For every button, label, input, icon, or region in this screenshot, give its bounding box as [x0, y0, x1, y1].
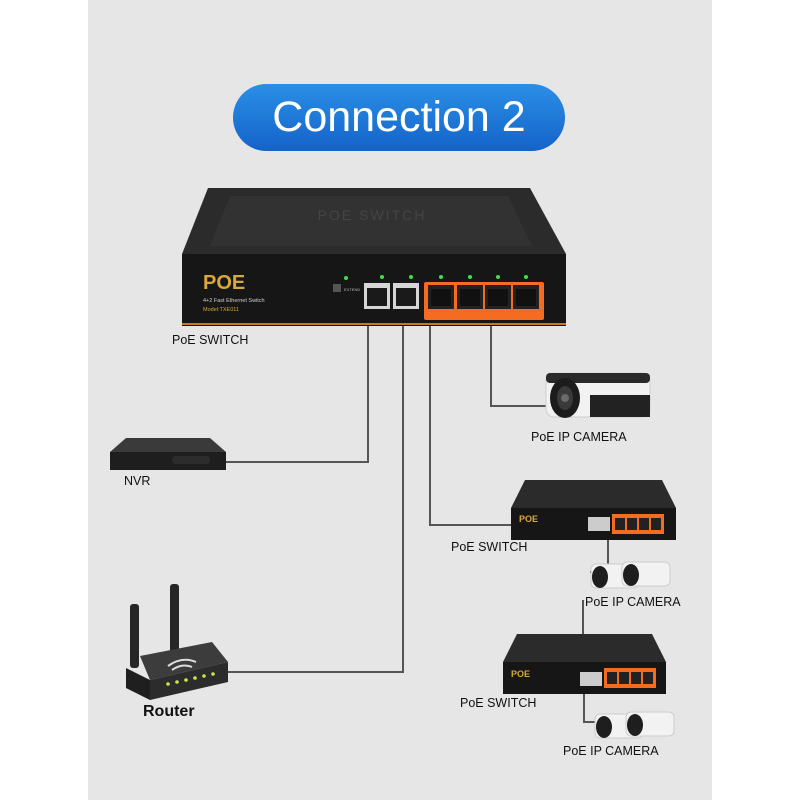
router-led — [175, 680, 179, 684]
extend-button — [333, 284, 341, 292]
poe-ip-camera-2 — [590, 561, 671, 589]
router-led — [184, 678, 188, 682]
switch-3-label: PoE SWITCH — [460, 696, 537, 710]
svg-text:POE: POE — [511, 669, 530, 679]
poe-port — [513, 275, 539, 309]
router-device — [126, 584, 228, 700]
router-led — [202, 674, 206, 678]
switch-2-label: PoE SWITCH — [451, 540, 528, 554]
poe-ports — [428, 275, 539, 309]
cable-switch-2 — [429, 322, 512, 526]
poe-logo: POE — [203, 272, 245, 294]
camera-3-label: PoE IP CAMERA — [563, 744, 659, 758]
poe-switch-2: POE — [511, 480, 676, 540]
router-label: Router — [143, 703, 195, 720]
svg-text:POE: POE — [519, 514, 538, 524]
poe-port — [428, 275, 454, 309]
main-switch-label: PoE SWITCH — [172, 333, 249, 347]
poe-ip-camera-3 — [594, 711, 675, 739]
router-led — [193, 676, 197, 680]
nvr-device — [110, 438, 226, 470]
uplink-port — [364, 275, 390, 309]
camera-1-label: PoE IP CAMERA — [531, 430, 627, 444]
switch-desc: 4+2 Fast Ethernet Switch — [203, 298, 265, 304]
switch-top-text: POE SWITCH — [318, 207, 427, 223]
nvr-label: NVR — [124, 474, 151, 488]
extend-label: EXTEND — [344, 287, 360, 292]
cable-nvr — [220, 322, 369, 463]
status-led — [344, 276, 348, 280]
cable-camera-1 — [490, 322, 552, 407]
cable-router — [222, 322, 404, 673]
poe-port — [457, 275, 483, 309]
camera-2-label: PoE IP CAMERA — [585, 595, 681, 609]
title-banner: Connection 2 — [233, 84, 565, 151]
poe-ip-camera-1 — [545, 372, 651, 418]
uplink-port — [393, 275, 419, 309]
poe-port — [485, 275, 511, 309]
router-led — [211, 672, 215, 676]
router-led — [166, 682, 170, 686]
poe-switch-3: POE — [503, 634, 666, 694]
uplink-ports — [364, 275, 419, 309]
switch-model: Model:TXE011 — [203, 307, 239, 313]
cable-camera-3 — [583, 690, 596, 723]
main-poe-switch: POE SWITCH POE 4+2 Fast Ethernet Switch … — [182, 188, 566, 326]
